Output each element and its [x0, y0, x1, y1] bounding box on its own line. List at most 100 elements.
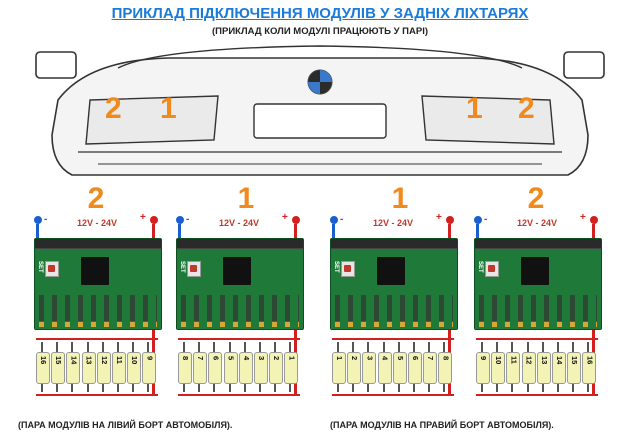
led-bulb: [476, 352, 490, 384]
led-bulb: [536, 352, 551, 384]
led-bulb: [506, 352, 521, 384]
transistor-row: [39, 295, 157, 321]
led-number: 2: [350, 356, 360, 361]
transistor-row: [335, 295, 453, 321]
led-number: 7: [426, 356, 436, 361]
led-number: 16: [585, 356, 595, 365]
page-title: ПРИКЛАД ПІДКЛЮЧЕННЯ МОДУЛІВ У ЗАДНІХ ЛІХ…: [111, 5, 529, 22]
pin-header: [331, 239, 457, 249]
solder-pads: [39, 322, 157, 327]
lamp-number-left-inner: 1: [160, 92, 177, 125]
festoon-led: 7: [193, 342, 208, 392]
festoon-led: 15: [567, 342, 582, 392]
festoon-led: 6: [408, 342, 422, 392]
festoon-led: 5: [392, 342, 407, 392]
led-bulb: [96, 352, 111, 384]
minus-label: -: [340, 214, 344, 225]
led-bulb: [377, 352, 392, 384]
set-button[interactable]: [485, 261, 499, 277]
pin-header: [35, 239, 161, 249]
led-bulb: [208, 352, 223, 384]
minus-wire: [178, 224, 181, 238]
set-button[interactable]: [187, 261, 201, 277]
solder-pads: [335, 322, 453, 327]
caption-right-side: (ПАРА МОДУЛІВ НА ПРАВИЙ БОРТ АВТОМОБІЛЯ)…: [330, 420, 554, 430]
voltage-label: 12V - 24V: [516, 218, 558, 228]
led-number: 13: [539, 356, 549, 365]
pcb: SET: [474, 238, 602, 330]
festoon-led: 7: [423, 342, 438, 392]
minus-label: -: [186, 214, 190, 225]
led-bulb: [254, 352, 268, 384]
led-number: 10: [494, 356, 504, 365]
minus-wire: [476, 224, 479, 238]
voltage-label: 12V - 24V: [218, 218, 260, 228]
microcontroller-chip: [521, 257, 549, 285]
led-bulb: [567, 352, 582, 384]
festoon-led: 16: [582, 342, 597, 392]
led-bulb: [521, 352, 536, 384]
led-number: 9: [145, 356, 155, 361]
led-bulb: [51, 352, 66, 384]
plus-label: +: [282, 212, 288, 223]
plus-label: +: [140, 212, 146, 223]
caption-left-side: (ПАРА МОДУЛІВ НА ЛІВИЙ БОРТ АВТОМОБІЛЯ).: [18, 420, 233, 430]
led-number: 16: [39, 356, 48, 365]
car-rear-illustration: [35, 45, 605, 176]
festoon-led: 4: [238, 342, 253, 392]
lamp-number-right-outer: 2: [518, 92, 535, 125]
module-number: 2: [87, 182, 105, 215]
set-button[interactable]: [45, 261, 59, 277]
led-number: 3: [365, 356, 375, 361]
led-bulb: [438, 352, 453, 384]
pin-header: [475, 239, 601, 249]
led-bulb: [362, 352, 377, 384]
plus-label: +: [580, 212, 586, 223]
led-bulb: [142, 352, 157, 384]
led-bulb: [112, 352, 126, 384]
led-number: 4: [241, 356, 251, 361]
led-row: 8 7 6 5 4 3 2 1: [178, 342, 300, 392]
set-label: SET: [37, 261, 43, 273]
set-label: SET: [477, 261, 483, 273]
festoon-led: 2: [269, 342, 284, 392]
festoon-led: 13: [536, 342, 551, 392]
festoon-led: 6: [208, 342, 223, 392]
led-bulb: [491, 352, 506, 384]
set-button[interactable]: [341, 261, 355, 277]
led-bulb: [193, 352, 208, 384]
plus-bus-bottom: [476, 394, 598, 396]
plus-terminal: [446, 216, 454, 224]
festoon-led: 5: [223, 342, 238, 392]
voltage-label: 12V - 24V: [76, 218, 118, 228]
led-number: 10: [130, 356, 140, 365]
pcb: SET: [176, 238, 304, 330]
led-number: 8: [181, 356, 190, 361]
led-bulb: [178, 352, 192, 384]
led-bulb: [408, 352, 422, 384]
led-number: 9: [479, 356, 488, 361]
festoon-led: 1: [332, 342, 346, 392]
led-number: 8: [441, 356, 451, 361]
festoon-led: 10: [491, 342, 506, 392]
plus-bus-top: [332, 338, 454, 340]
led-bulb: [284, 352, 299, 384]
led-bulb: [66, 352, 81, 384]
minus-wire: [332, 224, 335, 238]
festoon-led: 11: [112, 342, 126, 392]
festoon-led: 9: [476, 342, 490, 392]
led-number: 13: [84, 356, 94, 365]
led-number: 6: [211, 356, 221, 361]
module-number: 1: [237, 182, 255, 215]
led-bulb: [238, 352, 253, 384]
voltage-label: 12V - 24V: [372, 218, 414, 228]
led-number: 15: [54, 356, 64, 365]
minus-terminal: [474, 216, 482, 224]
festoon-led: 3: [362, 342, 377, 392]
minus-wire: [36, 224, 39, 238]
plus-terminal: [150, 216, 158, 224]
module-board: - + 12V - 24V SET 1 2 3 4 5 6: [326, 206, 458, 406]
microcontroller-chip: [377, 257, 405, 285]
plus-bus-bottom: [178, 394, 300, 396]
led-number: 2: [272, 356, 282, 361]
